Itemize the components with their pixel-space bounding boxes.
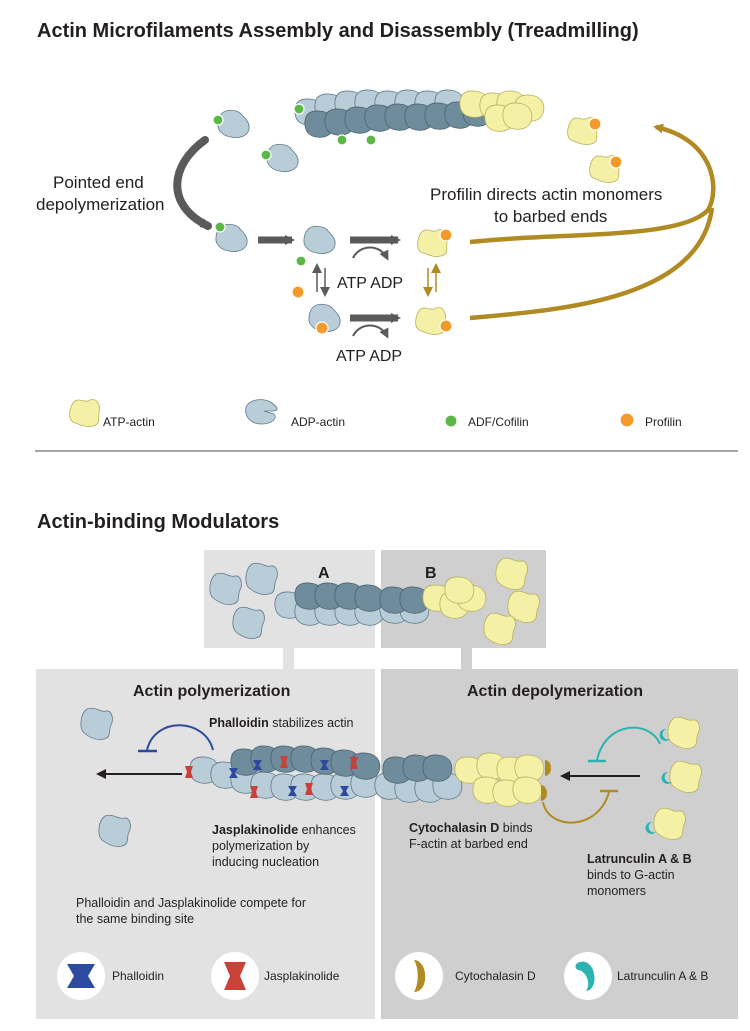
cofilin-free — [295, 255, 307, 267]
cyto-desc-line2: F-actin at barbed end — [409, 837, 528, 851]
cytochalasin-inhibition-arc — [542, 791, 610, 824]
legend-bottom: Phalloidin Jasplakinolide Cytochalasin D… — [57, 952, 708, 1000]
pointed-end-curved-arrow — [173, 136, 212, 230]
capped-filament — [374, 752, 551, 807]
depolymerization-heading: Actin depolymerization — [467, 683, 643, 700]
latrunculin-bound-monomers — [645, 716, 702, 841]
profilin-free — [291, 285, 305, 299]
cytochalasin-caps — [541, 760, 551, 801]
label-b: B — [425, 565, 437, 582]
connector-b — [461, 648, 472, 670]
profilin-return-arrows — [469, 123, 716, 321]
profilin-label-line1: Profilin directs actin monomers — [430, 185, 662, 204]
cyto-desc-rest: binds — [503, 821, 533, 835]
legend-top: ATP-actin ADP-actin ADF/Cofilin Profilin — [69, 398, 682, 429]
phalloidin-description: Phalloidin stabilizes actin — [209, 716, 354, 730]
modulators-title: Actin-binding Modulators — [37, 511, 279, 533]
connector-a — [283, 648, 294, 670]
profilin-label-line2: to barbed ends — [494, 207, 607, 226]
pointed-end-label-line2: depolymerization — [36, 195, 165, 214]
jasplakinolide-marks — [185, 756, 358, 798]
legend-jasplakinolide: Jasplakinolide — [264, 969, 340, 983]
phalloidin-inhibition-arc — [146, 724, 214, 751]
atp-adp-label-1: ATP ADP — [337, 275, 403, 292]
jasp-desc-line2: polymerization by — [212, 839, 310, 853]
profilin-actin-monomers — [567, 116, 623, 184]
polymerization-heading: Actin polymerization — [133, 683, 290, 700]
stabilized-filament — [185, 745, 381, 801]
latrunculin-desc-line3: monomers — [587, 884, 646, 898]
latrunculin-desc-line1: Latrunculin A & B — [587, 852, 692, 866]
jasp-desc-bold: Jasplakinolide — [212, 823, 298, 837]
phalloidin-desc-rest: stabilizes actin — [272, 716, 353, 730]
cytochalasin-legend-icon — [414, 960, 426, 992]
panel-ab-filament — [274, 576, 487, 626]
phalloidin-desc-bold: Phalloidin — [209, 716, 269, 730]
top-filament — [293, 89, 545, 146]
compete-line2: the same binding site — [76, 912, 194, 926]
equilibrium-arrows-gold — [423, 263, 441, 297]
cytochalasin-description: Cytochalasin D binds — [409, 821, 533, 835]
legend-profilin: Profilin — [645, 415, 682, 429]
legend-adp-actin: ADP-actin — [291, 415, 345, 429]
legend-cytochalasin: Cytochalasin D — [455, 969, 536, 983]
atp-adp-label-2: ATP ADP — [336, 348, 402, 365]
adp-actin-cofilin-monomers — [212, 109, 299, 253]
label-a: A — [318, 565, 330, 582]
legend-latrunculin: Latrunculin A & B — [617, 969, 708, 983]
jasplakinolide-description: Jasplakinolide enhances — [212, 823, 356, 837]
equilibrium-arrows-grey — [312, 263, 330, 297]
legend-phalloidin: Phalloidin — [112, 969, 164, 983]
phalloidin-legend-icon — [67, 964, 95, 988]
jasplakinolide-legend-icon — [224, 962, 246, 990]
latrunculin-desc-line2: binds to G-actin — [587, 868, 675, 882]
figure-title: Actin Microfilaments Assembly and Disass… — [37, 20, 639, 42]
jasp-desc-rest: enhances — [302, 823, 356, 837]
legend-cofilin: ADF/Cofilin — [468, 415, 529, 429]
phalloidin-marks — [229, 760, 349, 796]
jasp-desc-line3: inducing nucleation — [212, 855, 319, 869]
monomer-row-lower — [308, 303, 453, 339]
latrunculin-inhibition-arc — [596, 726, 661, 761]
pointed-end-label-line1: Pointed end — [53, 173, 144, 192]
compete-line1: Phalloidin and Jasplakinolide compete fo… — [76, 896, 306, 910]
latrunculin-legend-icon — [575, 961, 595, 991]
cyto-desc-bold: Cytochalasin D — [409, 821, 499, 835]
legend-atp-actin: ATP-actin — [103, 415, 155, 429]
monomer-row-upper — [258, 225, 453, 261]
